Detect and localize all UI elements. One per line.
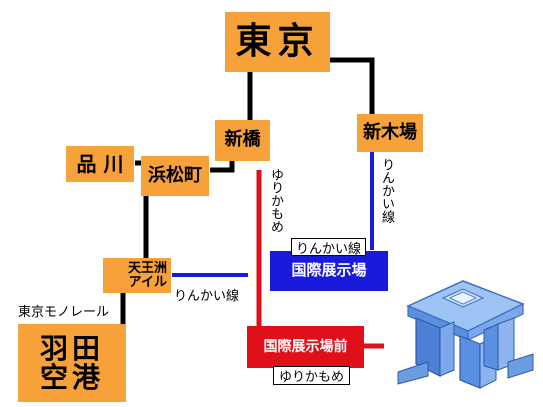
rinkai-line-label-bottom: りんかい線 <box>174 289 240 304</box>
station-kokusai-label: 国際展示場 <box>291 261 367 280</box>
rinkai-line-label-box-text: りんかい線 <box>295 241 361 257</box>
station-haneda-label-1: 羽田 <box>39 331 104 365</box>
jr-lines <box>120 57 375 325</box>
yurikamome-label-vertical: ゆりかもめ <box>268 168 283 233</box>
station-tennozu-isle[interactable]: 天王洲 アイル <box>103 258 171 293</box>
station-shimbashi[interactable]: 新橋 <box>215 120 270 161</box>
station-haneda-label-2: 空港 <box>39 361 104 394</box>
station-kokusai-mae-label: 国際展示場前 <box>263 338 348 355</box>
station-shinagawa-label: 品 川 <box>76 151 124 176</box>
station-shinagawa[interactable]: 品 川 <box>66 146 134 182</box>
tokyo-shinkiba-line <box>330 57 375 118</box>
monorail-line-label: 東京モノレール <box>18 305 110 320</box>
station-shinkiba-label: 新木場 <box>363 121 417 143</box>
station-kokusai-tenjijo-mae[interactable]: 国際展示場前 <box>247 326 364 368</box>
yurikamome-label-box-text: ゆりかもめ <box>278 370 344 385</box>
station-shinkiba[interactable]: 新木場 <box>357 114 423 152</box>
yurikamome-label-box: ゆりかもめ <box>273 366 350 385</box>
station-tokyo-label: 東京 <box>235 21 320 63</box>
station-kokusai-tenjijo[interactable]: 国際展示場 <box>270 251 388 291</box>
station-tennozu-label-2: アイル <box>128 274 167 290</box>
tokyo-big-sight-building-icon <box>397 280 534 389</box>
station-haneda-airport[interactable]: 羽田 空港 <box>18 324 126 402</box>
station-hamamatsucho-label: 浜松町 <box>148 164 202 186</box>
station-tokyo[interactable]: 東京 <box>225 12 330 72</box>
rinkai-line-label-box: りんかい線 <box>291 238 366 257</box>
station-tennozu-label-1: 天王洲 <box>127 260 167 276</box>
station-shimbashi-label: 新橋 <box>224 129 261 151</box>
rinkai-lines <box>172 150 374 277</box>
rinkai-line-label-vertical: りんかい線 <box>379 158 394 223</box>
yurikamome-lines <box>256 170 384 349</box>
station-hamamatsucho[interactable]: 浜松町 <box>141 156 209 196</box>
